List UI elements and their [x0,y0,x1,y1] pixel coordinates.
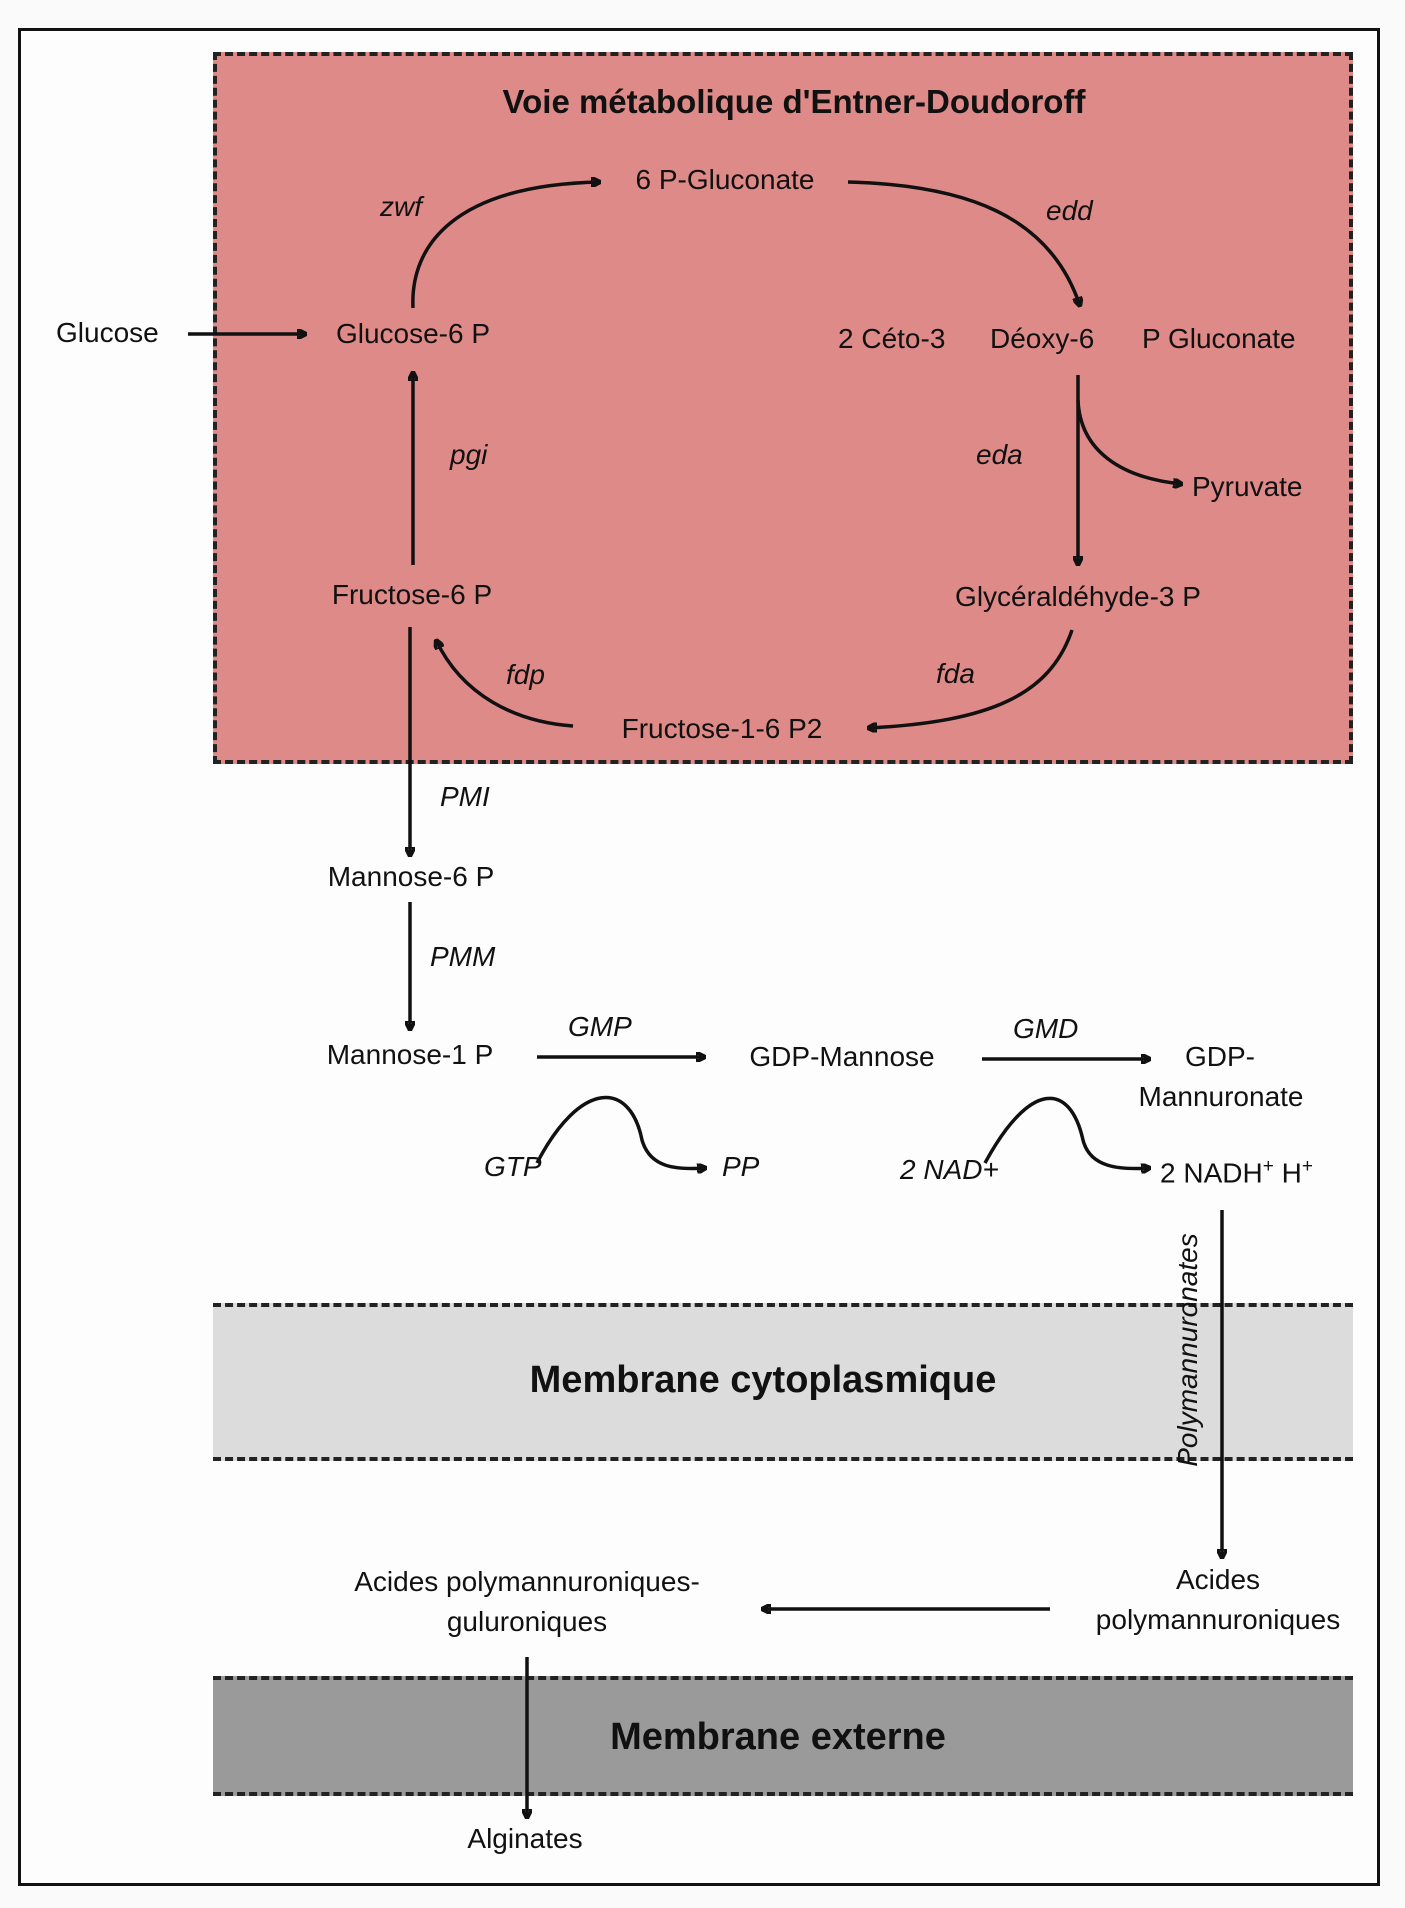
nadh-label: 2 NADH+ H+ [1160,1150,1313,1190]
polymannuronates-label: Polymannuronates [1172,1233,1203,1467]
glyceraldehyde-3p-label: Glycéraldéhyde-3 P [955,581,1201,612]
enzyme-gmd: GMD [1013,1013,1079,1044]
polymannuronic-acids-line1: Acides [1175,1564,1261,1595]
gtp-label: GTP [484,1151,542,1182]
fructose-16p2-label: Fructose-1-6 P2 [621,713,823,744]
arrow-edd [847,180,1080,306]
nadh-superscript: + [1262,1156,1274,1177]
gdp-mannuronate-label-line2: Mannuronate [1138,1081,1304,1112]
gluconate-6p-label: 6 P-Gluconate [635,164,815,195]
mannose-6p-label: Mannose-6 P [327,861,495,892]
nadh-text: 2 NADH [1160,1157,1263,1189]
pathway-title: Voie métabolique d'Entner-Doudoroff [502,83,1086,120]
arrow-zwf [411,182,600,309]
external-membrane-label: Membrane externe [610,1716,946,1758]
gdp-mannose-label: GDP-Mannose [749,1041,935,1072]
arrow-pyruvate [1076,399,1182,484]
mannose-1p-label: Mannose-1 P [326,1039,494,1070]
entner-doudoroff-box [213,52,1353,764]
arrow-fdp [436,640,574,728]
polymannuronic-guluronic-acids-line1: Acides polymannuroniques- [354,1566,700,1597]
h-text: H [1273,1157,1302,1189]
cytoplasmic-membrane-label: Membrane cytoplasmique [529,1359,997,1401]
arrow-gtp-pp [535,1095,706,1169]
arrow-fda [868,629,1074,728]
enzyme-edd: edd [1046,195,1093,226]
kdpg-label-part3: P Gluconate [1142,323,1296,354]
enzyme-gmp: GMP [568,1011,632,1042]
h-superscript: + [1301,1156,1313,1177]
enzyme-fda: fda [936,658,975,689]
kdpg-label-part2: Déoxy-6 [990,323,1095,354]
enzyme-pmi: PMI [440,781,490,812]
external-membrane-band [213,1676,1353,1796]
nad-label: 2 NAD+ [900,1154,999,1185]
fructose-6p-label: Fructose-6 P [331,579,493,610]
kdpg-label-part1: 2 Céto-3 [838,323,946,354]
glucose-6p-label: Glucose-6 P [335,318,491,349]
alginates-label: Alginates [467,1823,583,1854]
enzyme-pgi: pgi [450,439,488,470]
enzyme-fdp: fdp [506,659,545,690]
enzyme-eda: eda [976,439,1023,470]
arrow-nad-nadh [983,1096,1150,1168]
enzyme-pmm: PMM [430,941,496,972]
glucose-label: Glucose [56,317,159,348]
pyruvate-label: Pyruvate [1192,471,1303,502]
gdp-mannuronate-label-line1: GDP- [1185,1041,1255,1072]
polymannuronic-guluronic-acids-line2: guluroniques [446,1606,608,1637]
cytoplasmic-membrane-band [213,1303,1353,1461]
enzyme-zwf: zwf [380,191,422,222]
pp-label: PP [722,1151,760,1182]
polymannuronic-acids-line2: polymannuroniques [1095,1604,1341,1635]
